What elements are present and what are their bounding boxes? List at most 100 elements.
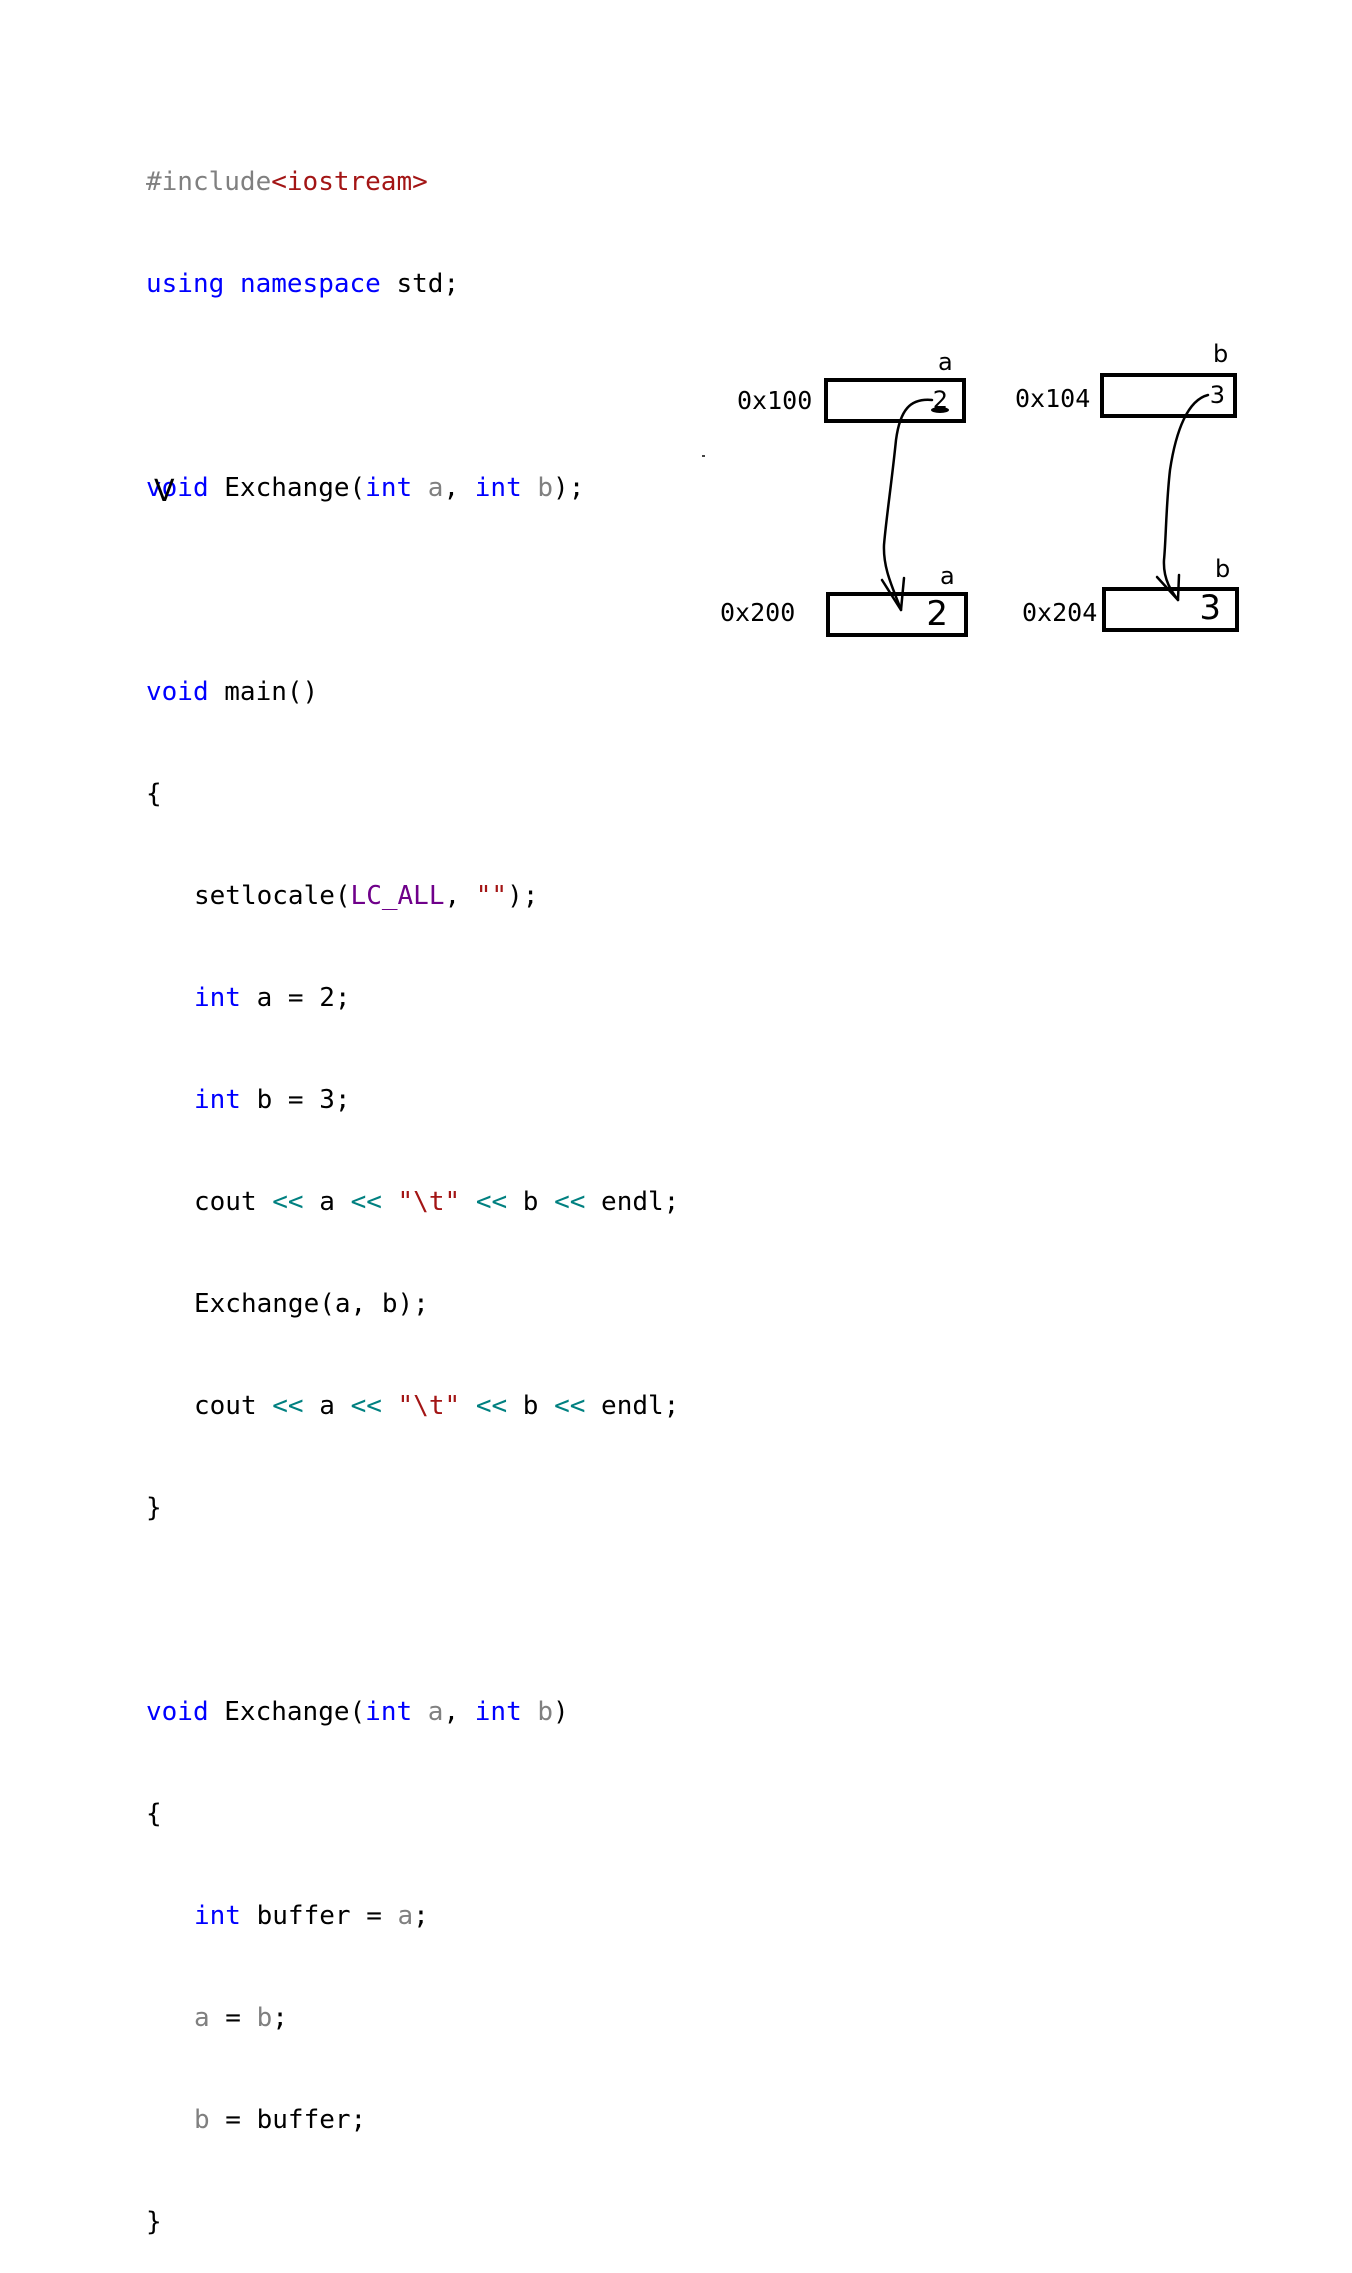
code-line-assign-a: a = b; bbox=[146, 2001, 679, 2035]
def-close: ) bbox=[553, 1697, 569, 1727]
arrow-b-head bbox=[1155, 573, 1181, 602]
code-line-cout-1: cout << a << "\t" << b << endl; bbox=[146, 1185, 679, 1219]
address-label-main-a: 0x100 bbox=[737, 386, 813, 415]
proto-return-type: void bbox=[146, 473, 209, 503]
cout-2: cout bbox=[194, 1391, 273, 1421]
empty-string: "" bbox=[475, 881, 508, 911]
address-label-func-b: 0x204 bbox=[1022, 598, 1098, 627]
cout-2-op-2: << bbox=[350, 1391, 382, 1421]
def-close-brace: } bbox=[146, 2207, 162, 2237]
include-header: <iostream> bbox=[271, 167, 428, 197]
setlocale-close: ); bbox=[507, 881, 539, 911]
code-line-include: #include<iostream> bbox=[146, 165, 679, 199]
code-line-buffer: int buffer = a; bbox=[146, 1899, 679, 1933]
cout-1-op-2: << bbox=[350, 1187, 382, 1217]
cout-1-op-4: << bbox=[554, 1187, 586, 1217]
copy-arrows bbox=[880, 393, 1210, 612]
arrow-a-copy bbox=[882, 398, 934, 612]
def-return-type: void bbox=[146, 1697, 209, 1727]
memory-cell-main-b: 3 bbox=[1100, 373, 1237, 418]
code-line-def-close-brace: } bbox=[146, 2205, 679, 2239]
code-line-using: using namespace std; bbox=[146, 267, 679, 301]
open-brace: { bbox=[146, 779, 162, 809]
cout-2-tab: "\t" bbox=[397, 1391, 461, 1421]
assign-a-mid: = bbox=[209, 2003, 257, 2033]
include-directive: #include bbox=[146, 167, 272, 197]
cout-2-a: a bbox=[303, 1391, 351, 1421]
stray-dot bbox=[702, 455, 705, 457]
code-line-prototype: void Exchange(int a, int b); bbox=[146, 471, 679, 505]
decl-a-type: int bbox=[194, 983, 241, 1013]
decl-b-type: int bbox=[194, 1085, 241, 1115]
assign-a-lhs: a bbox=[194, 2003, 210, 2033]
memory-cell-main-a: 2 bbox=[824, 378, 966, 423]
close-brace: } bbox=[146, 1493, 162, 1523]
decl-b-rest: b = 3; bbox=[240, 1085, 351, 1115]
main-name: main() bbox=[208, 677, 319, 707]
proto-name: Exchange( bbox=[208, 473, 366, 503]
code-line-decl-a: int a = 2; bbox=[146, 981, 679, 1015]
code-line-definition: void Exchange(int a, int b) bbox=[146, 1695, 679, 1729]
code-line-setlocale: setlocale(LC_ALL, ""); bbox=[146, 879, 679, 913]
code-line-open-brace: { bbox=[146, 777, 679, 811]
exchange-call: Exchange(a, b); bbox=[194, 1289, 429, 1319]
cout-1-endl: endl; bbox=[585, 1187, 680, 1217]
def-name: Exchange( bbox=[208, 1697, 366, 1727]
cout-2-op-1: << bbox=[272, 1391, 304, 1421]
proto-int-b: int bbox=[474, 473, 522, 503]
proto-param-a: a bbox=[412, 473, 444, 503]
cell-value-main-a: 2 bbox=[932, 386, 948, 414]
buffer-end: ; bbox=[413, 1901, 429, 1931]
using-std: std; bbox=[380, 269, 460, 299]
buffer-type: int bbox=[194, 1901, 241, 1931]
code-line-decl-b: int b = 3; bbox=[146, 1083, 679, 1117]
lc-all-macro: LC_ALL bbox=[350, 881, 445, 911]
var-name-main-a: a bbox=[938, 348, 953, 376]
code-line-close-brace: } bbox=[146, 1491, 679, 1525]
def-param-a: a bbox=[412, 1697, 444, 1727]
scribble-under-2 bbox=[931, 407, 949, 413]
var-name-main-b: b bbox=[1213, 340, 1229, 368]
arrow-a-head bbox=[880, 576, 906, 612]
decl-a-rest: a = 2; bbox=[240, 983, 351, 1013]
cout-2-op-4: << bbox=[554, 1391, 586, 1421]
proto-int-a: int bbox=[365, 473, 413, 503]
cell-value-main-b: 3 bbox=[1209, 381, 1225, 409]
def-int-a: int bbox=[365, 1697, 413, 1727]
arrow-b-copy bbox=[1162, 393, 1210, 602]
cell-value-func-a: 2 bbox=[926, 594, 948, 634]
def-int-b: int bbox=[474, 1697, 522, 1727]
main-return-type: void bbox=[146, 677, 209, 707]
cout-1-b: b bbox=[507, 1187, 555, 1217]
setlocale-fn: setlocale( bbox=[194, 881, 351, 911]
def-open-brace: { bbox=[146, 1799, 162, 1829]
address-label-func-a: 0x200 bbox=[720, 598, 796, 627]
var-name-func-a: a bbox=[940, 562, 955, 590]
buffer-name: buffer = bbox=[240, 1901, 398, 1931]
code-line-assign-b: b = buffer; bbox=[146, 2103, 679, 2137]
buffer-rhs: a bbox=[397, 1901, 414, 1931]
handwritten-check-mark: V bbox=[154, 474, 175, 509]
var-name-func-b: b bbox=[1215, 555, 1231, 583]
code-line-call: Exchange(a, b); bbox=[146, 1287, 679, 1321]
cout-1-op-3: << bbox=[475, 1187, 508, 1217]
using-keyword: using bbox=[146, 269, 225, 299]
code-line-cout-2: cout << a << "\t" << b << endl; bbox=[146, 1389, 679, 1423]
assign-b-lhs: b bbox=[194, 2105, 210, 2135]
memory-cell-func-a: 2 bbox=[826, 592, 968, 637]
cout-1-op-1: << bbox=[272, 1187, 304, 1217]
code-line-main: void main() bbox=[146, 675, 679, 709]
assign-a-end: ; bbox=[272, 2003, 288, 2033]
address-label-main-b: 0x104 bbox=[1015, 384, 1091, 413]
proto-comma: , bbox=[443, 473, 475, 503]
assign-b-rest: = buffer; bbox=[209, 2105, 367, 2135]
code-line-def-open-brace: { bbox=[146, 1797, 679, 1831]
setlocale-comma: , bbox=[444, 881, 476, 911]
proto-close: ); bbox=[553, 473, 585, 503]
code-line-blank bbox=[146, 1593, 679, 1627]
def-comma: , bbox=[443, 1697, 475, 1727]
cout-2-op-3: << bbox=[475, 1391, 508, 1421]
cout-2-endl: endl; bbox=[585, 1391, 680, 1421]
namespace-keyword: namespace bbox=[239, 269, 381, 299]
cell-value-func-b: 3 bbox=[1199, 588, 1221, 628]
